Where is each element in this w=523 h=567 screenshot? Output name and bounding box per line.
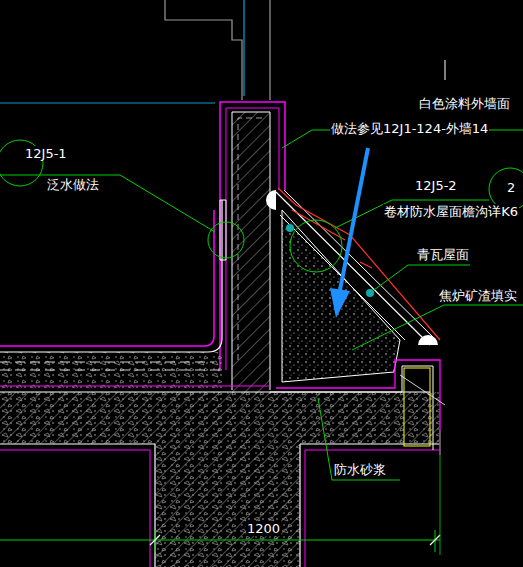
note-label: 卷材防水屋面檐沟详K6 — [383, 204, 519, 219]
note-label: 2 — [506, 180, 516, 195]
note-label: 泛水做法 — [46, 177, 100, 192]
note-label: 防水砂浆 — [333, 462, 387, 477]
note-label: 做法参见12J1-124-外墙14 — [330, 121, 489, 136]
dimension-text: 1200 — [246, 521, 281, 536]
note-label: 12J5-1 — [24, 146, 68, 161]
note-label: 青瓦屋面 — [416, 247, 470, 262]
note-label: 白色涂料外墙面 — [418, 96, 511, 111]
note-label: 12J5-2 — [414, 178, 458, 193]
note-label: 焦炉矿渣填实 — [438, 288, 518, 303]
